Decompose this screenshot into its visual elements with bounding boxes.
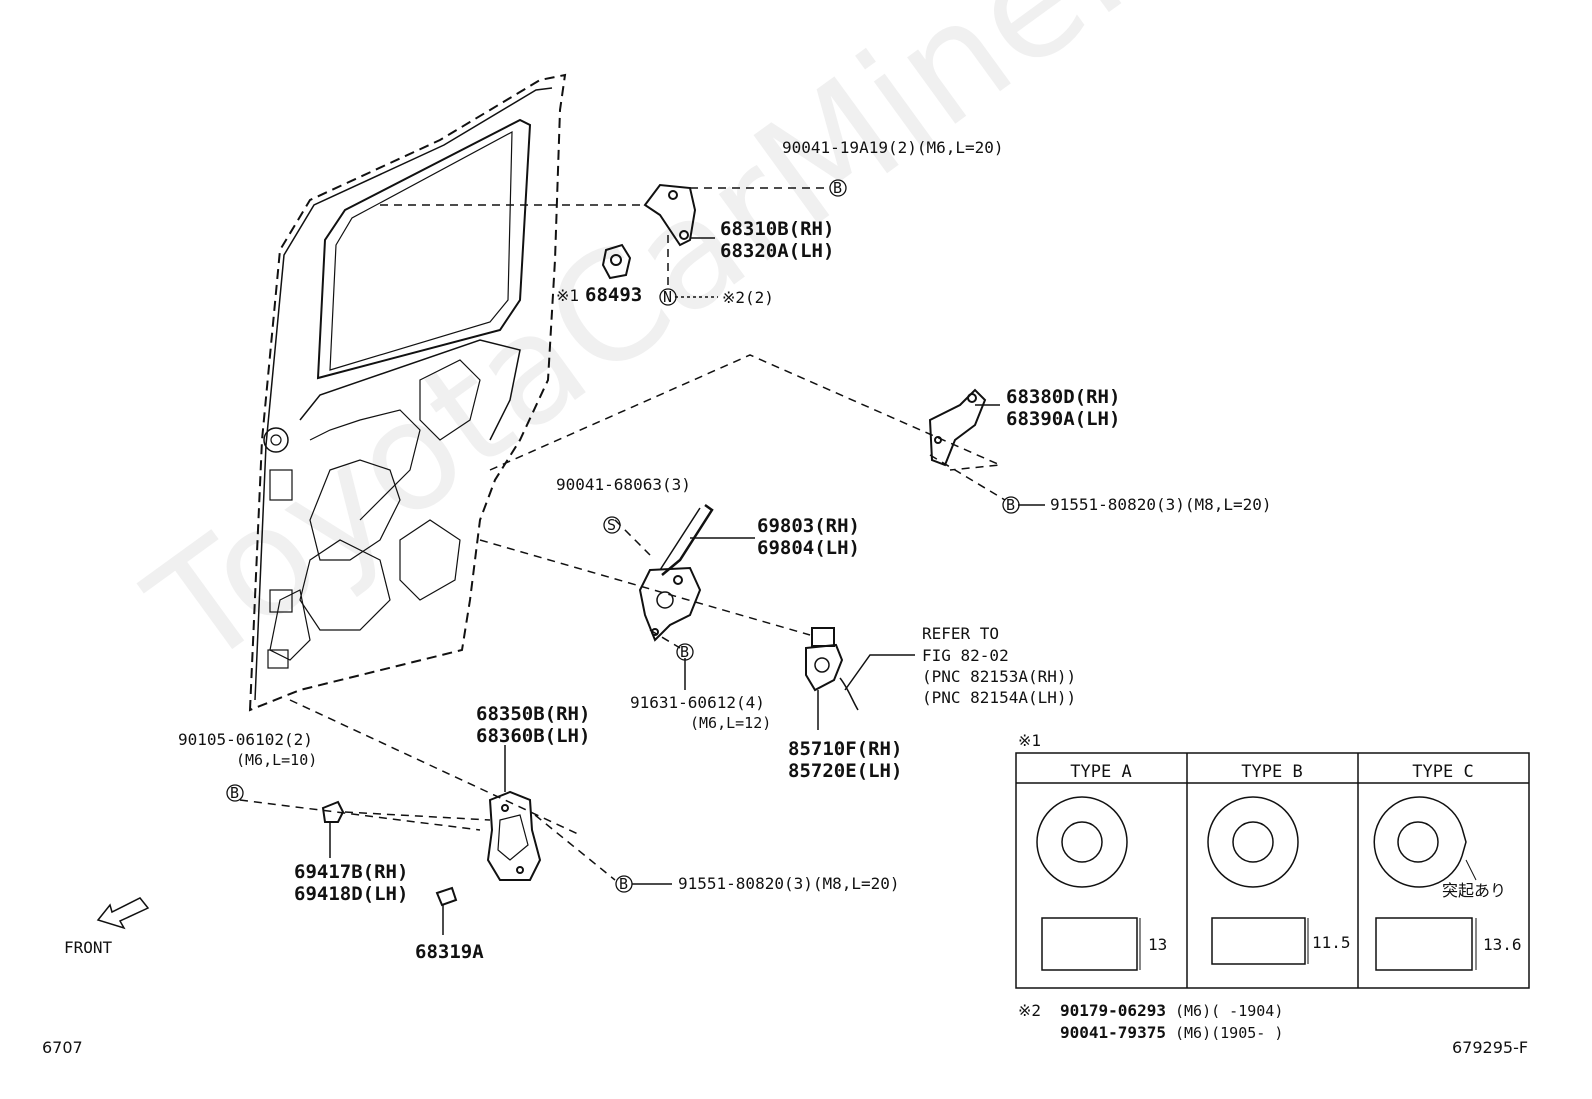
solid-leaders: [329, 237, 1045, 935]
door-bumper-part: [321, 800, 345, 823]
types-table-note: ※1: [1018, 731, 1042, 750]
marker-b-lower-left: B: [230, 784, 240, 802]
hinge-center-rh-label: 68380D(RH): [1006, 386, 1121, 408]
type-c-dimension: 13.6: [1483, 935, 1522, 954]
note2-line2-spec: (M6)(1905- ): [1175, 1024, 1284, 1042]
circle-markers: [226, 179, 1020, 893]
screw-regulator-label: 90041-68063(3): [556, 475, 691, 494]
bolt-top-label: 90041-19A19(2)(M6,L=20): [782, 138, 1004, 157]
type-b-header: TYPE B: [1241, 762, 1303, 782]
refer-line3: (PNC 82153A(RH)): [922, 667, 1077, 686]
hinge-upper-lh-label: 68320A(LH): [720, 240, 835, 262]
regulator-motor-part: [805, 627, 859, 711]
marker-s: S: [607, 516, 617, 534]
hinge-lower-lh-label: 68360B(LH): [476, 725, 591, 747]
door-stopper-part: [435, 886, 458, 907]
front-label: FRONT: [64, 938, 113, 957]
bolt-lower-left-spec-label: (M6,L=10): [236, 751, 318, 769]
bumper-lh-label: 69418D(LH): [294, 883, 409, 905]
marker-b-center: B: [1006, 496, 1016, 514]
hinge-lower-rh-label: 68350B(RH): [476, 703, 591, 725]
bumper-rh-label: 69417B(RH): [294, 861, 409, 883]
refer-line1: REFER TO: [922, 624, 1000, 643]
regulator-rh-label: 69803(RH): [757, 515, 860, 537]
bolt-regulator-label: 91631-60612(4): [630, 693, 765, 712]
refer-line4: (PNC 82154A(LH)): [922, 688, 1077, 707]
bolt-lower-label: 91551-80820(3)(M8,L=20): [678, 874, 900, 893]
type-a-dimension: 13: [1148, 935, 1168, 954]
bolt-center-label: 91551-80820(3)(M8,L=20): [1050, 495, 1272, 514]
dashed-leaders: [239, 187, 1006, 881]
window-regulator-part: [638, 503, 714, 642]
note2-mark: ※2: [1018, 1001, 1042, 1020]
marker-n: N: [663, 288, 673, 306]
hinge-upper-rh-label: 68310B(RH): [720, 218, 835, 240]
stopper-label: 68319A: [415, 941, 484, 963]
type-c-note: 突起あり: [1442, 881, 1507, 900]
type-b-dimension: 11.5: [1312, 933, 1351, 952]
upper-hinge-part: [643, 183, 697, 247]
note2-line1-spec: (M6)( -1904): [1175, 1002, 1284, 1020]
marker-b-regulator: B: [680, 643, 690, 661]
hinge-center-lh-label: 68390A(LH): [1006, 408, 1121, 430]
regulator-lh-label: 69804(LH): [757, 537, 860, 559]
marker-b-lower: B: [619, 875, 629, 893]
nut-note-label: ※2(2): [722, 288, 774, 307]
front-arrow-icon: [96, 897, 150, 930]
cushion-label: 68493: [585, 284, 643, 306]
types-table-frame: [1015, 752, 1530, 989]
motor-rh-label: 85710F(RH): [788, 738, 903, 760]
footer-right-code: 679295-F: [1452, 1038, 1529, 1057]
cushion-note-label: ※1: [556, 286, 580, 305]
sliding-door-panel: [248, 73, 567, 712]
note2-line2-part: 90041-79375: [1060, 1023, 1166, 1042]
lower-hinge-part: [486, 790, 542, 881]
type-a-header: TYPE A: [1070, 762, 1132, 782]
door-cushion-part: [601, 243, 632, 280]
bolt-lower-left-label: 90105-06102(2): [178, 730, 313, 749]
type-c-header: TYPE C: [1412, 762, 1474, 782]
center-hinge-part: [928, 388, 987, 467]
footer-left-code: 6707: [42, 1038, 83, 1057]
bolt-regulator-spec-label: (M6,L=12): [690, 714, 772, 732]
note2-line1-part: 90179-06293: [1060, 1001, 1166, 1020]
refer-line2: FIG 82-02: [922, 646, 1009, 665]
marker-b-top: B: [833, 179, 843, 197]
motor-lh-label: 85720E(LH): [788, 760, 903, 782]
